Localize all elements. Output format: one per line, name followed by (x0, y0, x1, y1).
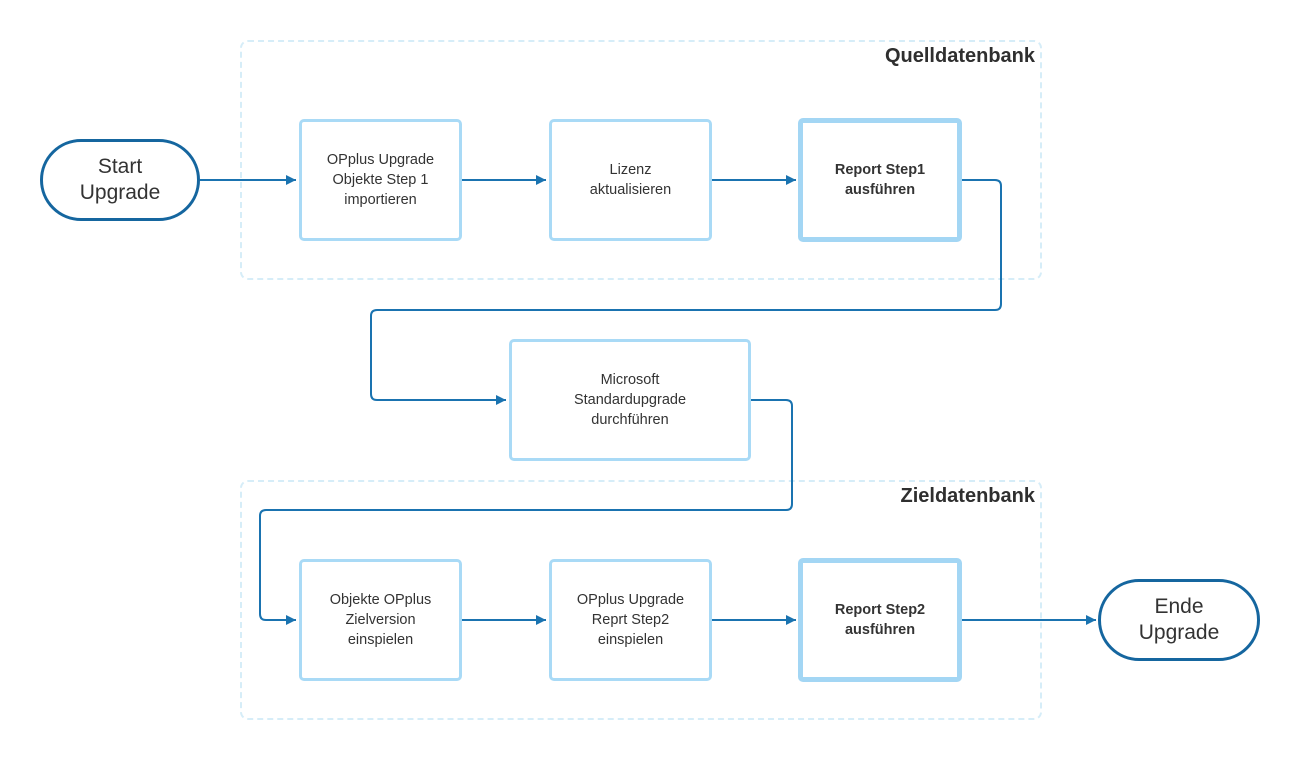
step-install-objects-label: Objekte OPplus Zielversion einspielen (329, 591, 432, 649)
source-database-title: Quelldatenbank (884, 45, 1035, 67)
step-import-objects[interactable]: OPplus Upgrade Objekte Step 1 importiere… (299, 119, 462, 241)
step-import-objects-label: OPplus Upgrade Objekte Step 1 importiere… (326, 151, 435, 209)
step-microsoft-upgrade-label: Microsoft Standardupgrade durchführen (573, 371, 687, 429)
target-database-title: Zieldatenbank (900, 485, 1035, 507)
step-update-license[interactable]: Lizenz aktualisieren (549, 119, 712, 241)
end-upgrade-terminal[interactable]: Ende Upgrade (1098, 579, 1260, 661)
step-microsoft-upgrade[interactable]: Microsoft Standardupgrade durchführen (509, 339, 751, 461)
step-run-report1-label: Report Step1 ausführen (834, 161, 926, 198)
step-run-report1[interactable]: Report Step1 ausführen (798, 118, 962, 242)
step-install-report2[interactable]: OPplus Upgrade Reprt Step2 einspielen (549, 559, 712, 681)
step-install-objects[interactable]: Objekte OPplus Zielversion einspielen (299, 559, 462, 681)
end-upgrade-label: Ende Upgrade (1138, 594, 1220, 644)
start-upgrade-terminal[interactable]: Start Upgrade (40, 139, 200, 221)
step-run-report2[interactable]: Report Step2 ausführen (798, 558, 962, 682)
start-upgrade-label: Start Upgrade (79, 154, 161, 204)
step-run-report2-label: Report Step2 ausführen (834, 601, 926, 638)
step-install-report2-label: OPplus Upgrade Reprt Step2 einspielen (576, 591, 685, 649)
step-update-license-label: Lizenz aktualisieren (589, 161, 672, 198)
